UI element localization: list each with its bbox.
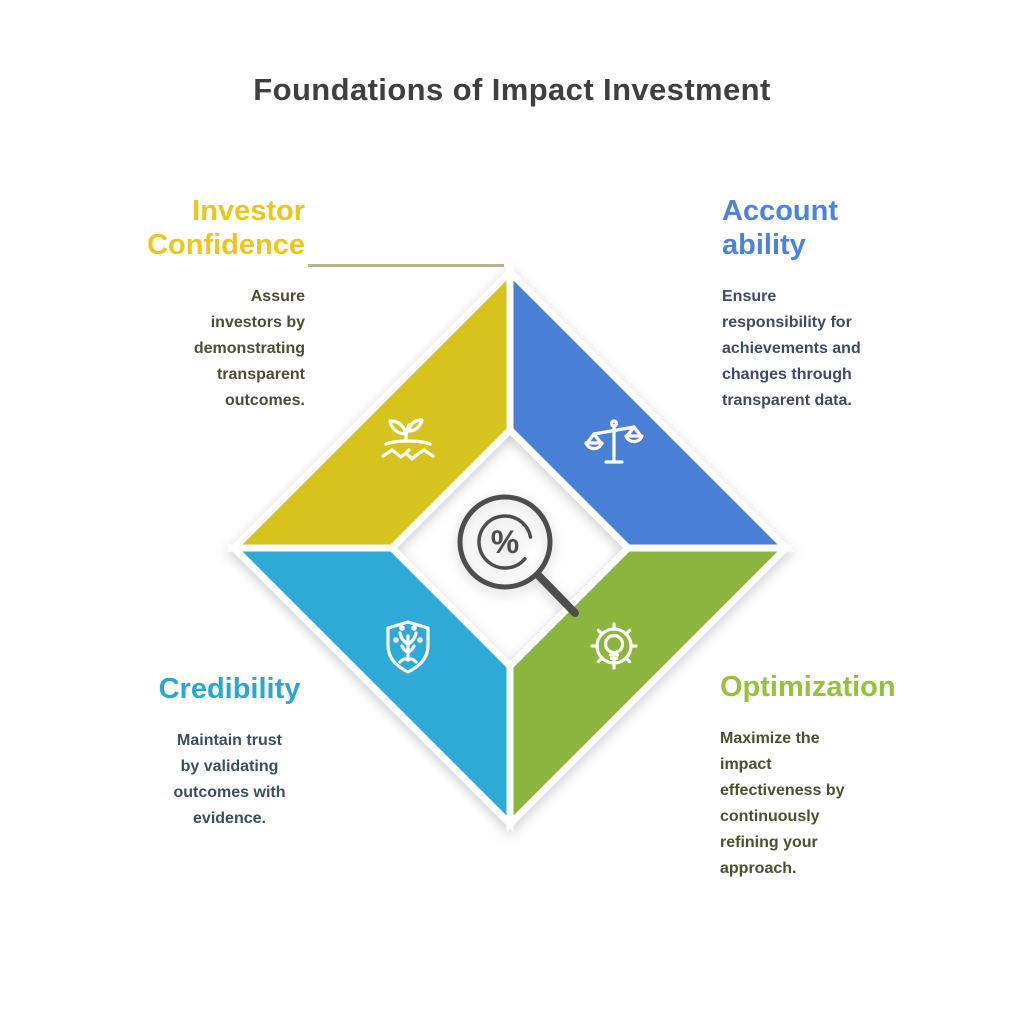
page-title: Foundations of Impact Investment [253,72,771,107]
magnifier-percent-icon: % [457,494,579,617]
gear-bulb-icon [590,622,638,670]
segment-investor-confidence [225,263,514,552]
balance-scales-icon [584,419,644,464]
segment-credibility [225,544,514,833]
credibility-title: Credibility [158,673,301,705]
shield-tree-icon [386,620,430,674]
segment-optimization [506,544,795,833]
optimization-title: Optimization [720,671,896,703]
segment-accountability [506,263,795,552]
investor-confidence-connector-line [308,264,504,267]
percent-symbol: % [491,524,519,560]
handshake-sprout-icon [381,418,435,461]
